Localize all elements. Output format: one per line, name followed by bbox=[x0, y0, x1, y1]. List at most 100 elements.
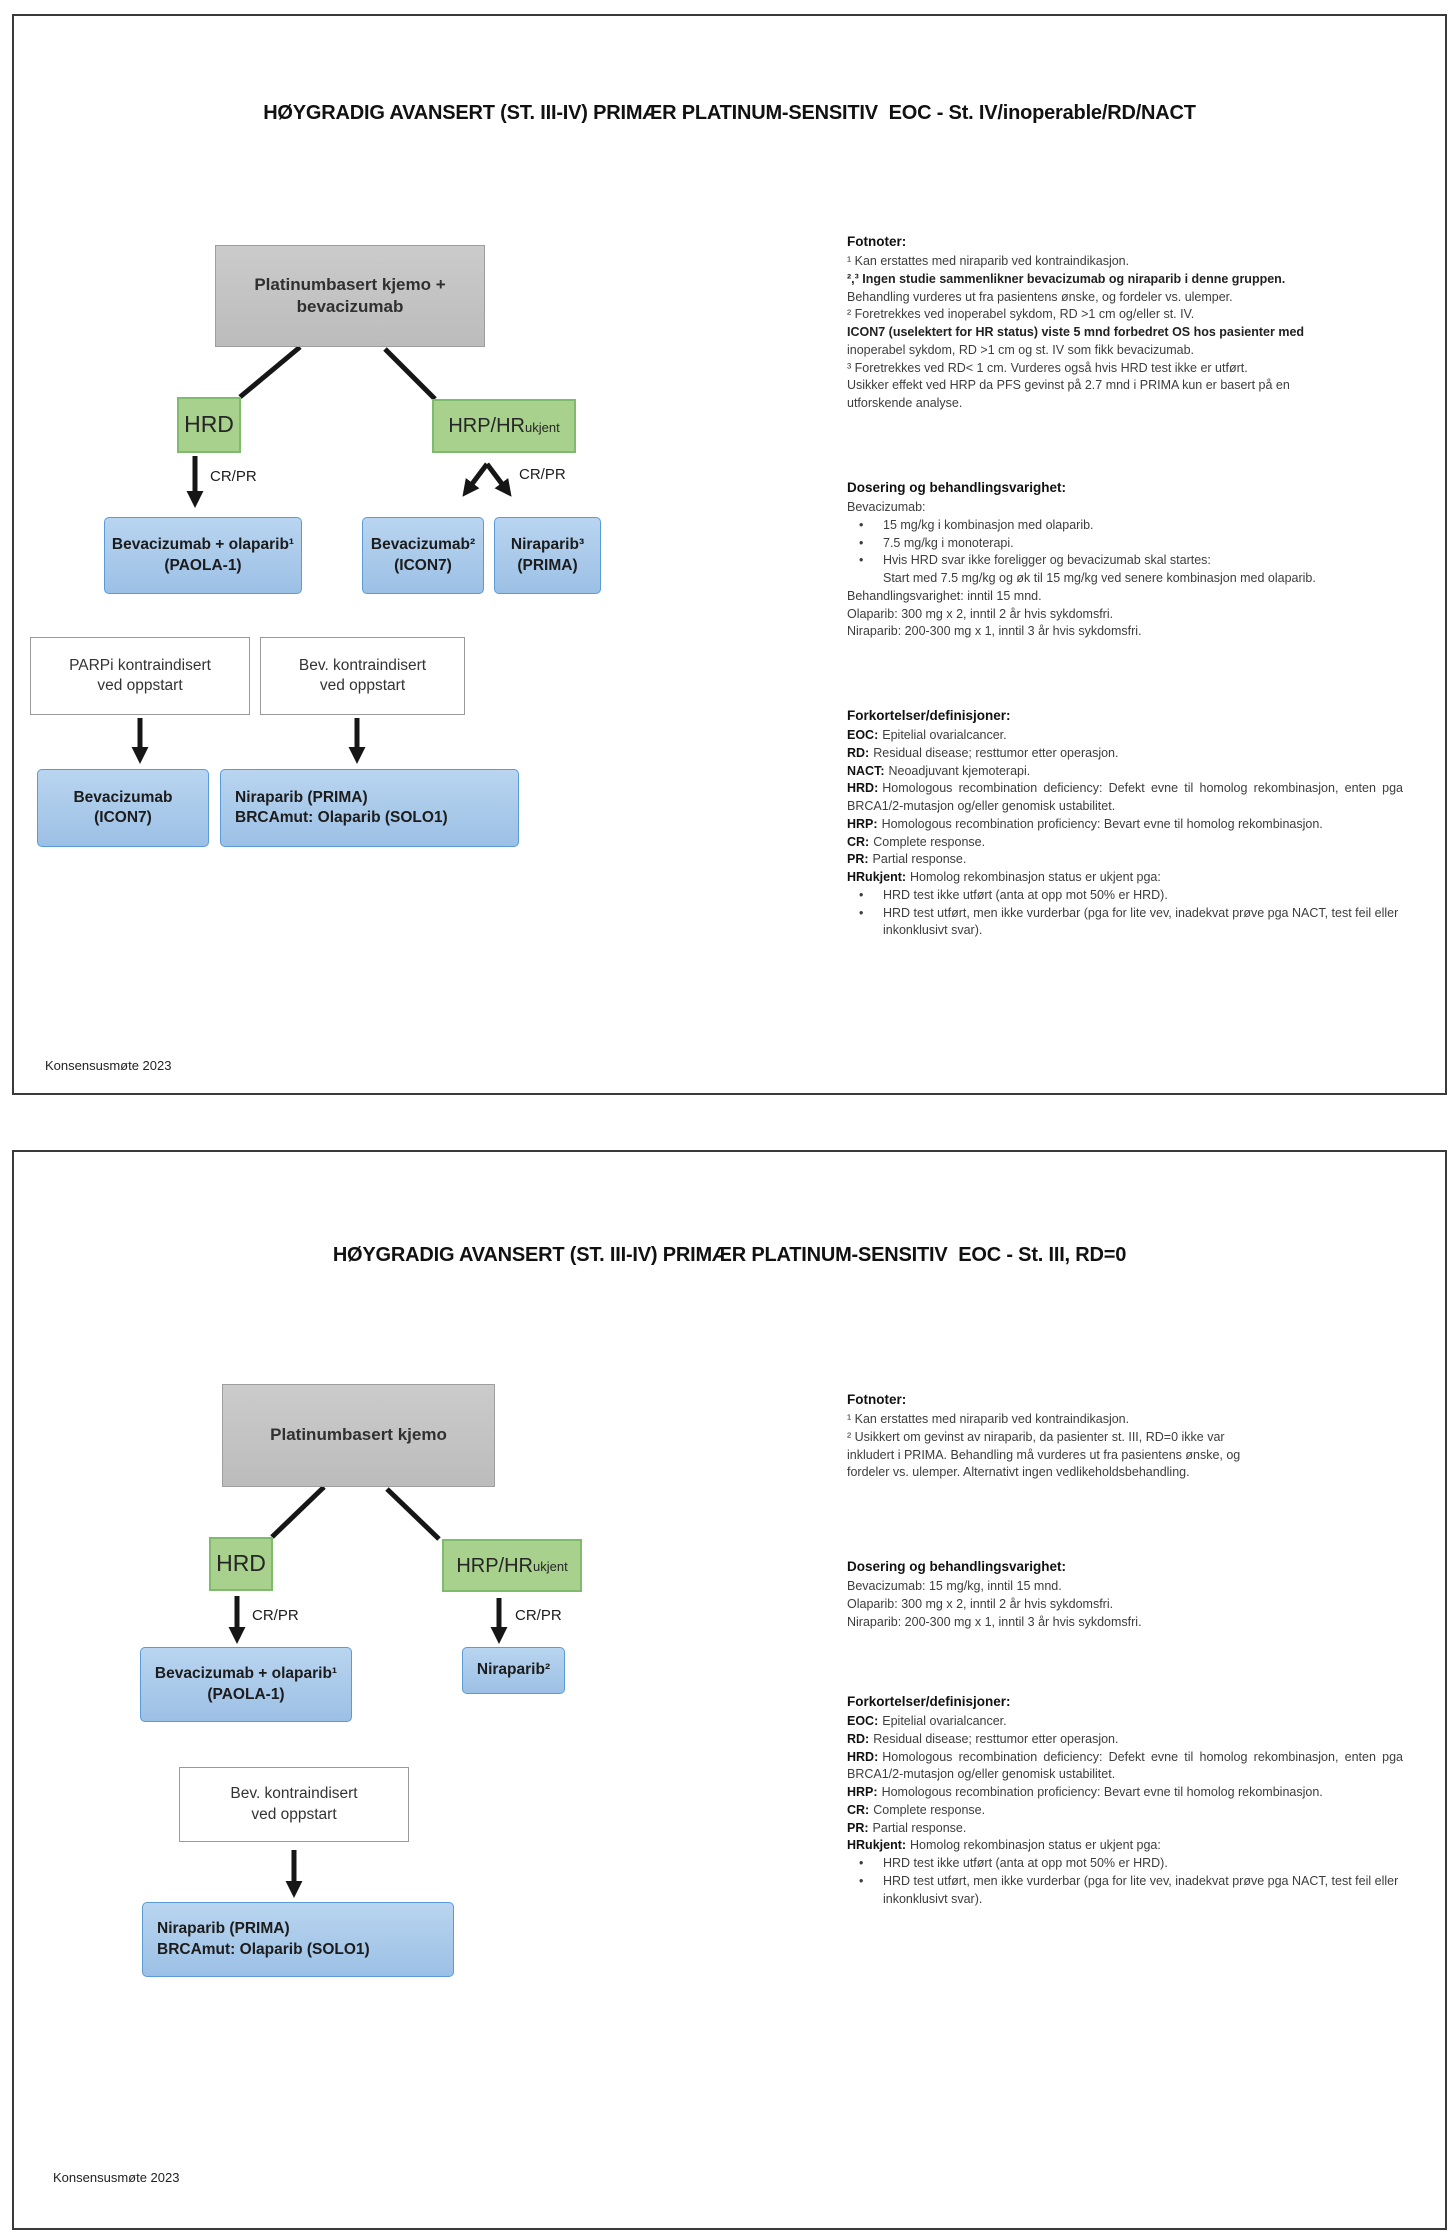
box-line: Niraparib (PRIMA) bbox=[157, 1920, 290, 1938]
abbreviation-definition: RD:Residual disease; resttumor etter ope… bbox=[847, 1731, 1403, 1749]
abbreviation-term: PR: bbox=[847, 1820, 869, 1835]
abbreviation-term: HRukjent: bbox=[847, 1838, 907, 1853]
footnotes-header: Fotnoter: bbox=[847, 1392, 907, 1407]
abbreviation-term: RD: bbox=[847, 745, 870, 760]
abbreviation-term: HRukjent: bbox=[847, 870, 907, 885]
abbreviation-term: NACT: bbox=[847, 763, 885, 778]
niraparib-box: Niraparib² bbox=[462, 1647, 565, 1694]
abbreviation-text: Homolog rekombinasjon status er ukjent p… bbox=[910, 1838, 1161, 1853]
box-line: HRP/HR bbox=[448, 415, 525, 437]
abbreviation-term: EOC: bbox=[847, 1714, 879, 1729]
page-title: HØYGRADIG AVANSERT (ST. III-IV) PRIMÆR P… bbox=[332, 1244, 1127, 1266]
panel-stage-iv: HØYGRADIG AVANSERT (ST. III-IV) PRIMÆR P… bbox=[12, 14, 1447, 1095]
crpr-label-left: CR/PR bbox=[252, 1607, 299, 1624]
abbreviation-term: HRD: bbox=[847, 781, 879, 796]
bevacizumab-alt-box: Bevacizumab (ICON7) bbox=[37, 769, 209, 847]
abbreviation-definition: HRP:Homologous recombination proficiency… bbox=[847, 816, 1403, 834]
abbreviation-text: Residual disease; resttumor etter operas… bbox=[873, 745, 1119, 760]
abbreviation-definition: HRukjent:Homolog rekombinasjon status er… bbox=[847, 869, 1403, 887]
box-line: Niraparib³ bbox=[510, 536, 585, 554]
niraparib-olaparib-alt-box: Niraparib (PRIMA) BRCAmut: Olaparib (SOL… bbox=[142, 1902, 454, 1977]
box-line: Bev. kontraindisert bbox=[230, 1785, 358, 1803]
abbreviation-term: PR: bbox=[847, 852, 869, 867]
abbreviation-definition: PR:Partial response. bbox=[847, 1820, 1403, 1838]
parpi-contraindicated-box: PARPi kontraindisert ved oppstart bbox=[30, 637, 250, 715]
abbreviation-text: Partial response. bbox=[872, 852, 967, 867]
box-line: (PAOLA-1) bbox=[164, 556, 242, 574]
box-line: HRD bbox=[184, 411, 234, 438]
dosing-line: Bevacizumab: 15 mg/kg, inntil 15 mnd. bbox=[847, 1579, 1062, 1594]
box-line: ved oppstart bbox=[251, 1805, 337, 1823]
crpr-label-right: CR/PR bbox=[515, 1607, 562, 1624]
dosing-line: Start med 7.5 mg/kg og øk til 15 mg/kg v… bbox=[883, 571, 1316, 586]
box-line: Platinumbasert kjemo bbox=[270, 1425, 447, 1445]
abbreviations-header: Forkortelser/definisjoner: bbox=[847, 708, 1011, 723]
paola-treatment-box: Bevacizumab + olaparib¹ (PAOLA-1) bbox=[104, 517, 302, 594]
abbreviation-text: Neoadjuvant kjemoterapi. bbox=[888, 763, 1031, 778]
abbreviation-definition: HRP:Homologous recombination proficiency… bbox=[847, 1784, 1403, 1802]
footnote-line: inoperabel sykdom, RD >1 cm og st. IV so… bbox=[847, 342, 1195, 357]
abbreviation-definition: HRD:Homologous recombination deficiency:… bbox=[847, 1749, 1403, 1785]
footnote-line: utforskende analyse. bbox=[847, 396, 963, 411]
box-line: (PRIMA) bbox=[517, 556, 578, 574]
consensus-footer: Konsensusmøte 2023 bbox=[53, 2170, 180, 2185]
box-line: Bevacizumab + olaparib¹ bbox=[154, 1665, 338, 1683]
paola-treatment-box: Bevacizumab + olaparib¹ (PAOLA-1) bbox=[140, 1647, 352, 1722]
box-line: Bevacizumab² bbox=[370, 536, 476, 554]
crpr-label-right: CR/PR bbox=[519, 466, 566, 483]
footnote-line: fordeler vs. ulemper. Alternativt ingen … bbox=[847, 1465, 1190, 1480]
box-line: HRP/HR bbox=[456, 1554, 533, 1577]
box-line: Niraparib (PRIMA) bbox=[235, 788, 368, 806]
box-line: (ICON7) bbox=[394, 556, 452, 574]
abbreviations-block: Forkortelser/definisjoner: EOC:Epitelial… bbox=[847, 1692, 1403, 1908]
abbreviation-definition: RD:Residual disease; resttumor etter ope… bbox=[847, 745, 1403, 763]
footnote-line: ³ Foretrekkes ved RD< 1 cm. Vurderes ogs… bbox=[847, 360, 1248, 375]
abbreviation-term: HRP: bbox=[847, 816, 878, 831]
footnote-line: ¹ Kan erstattes med niraparib ved kontra… bbox=[847, 1412, 1130, 1427]
abbreviation-text: Complete response. bbox=[873, 834, 986, 849]
box-line: (ICON7) bbox=[94, 809, 152, 826]
abbreviation-text: Homolog rekombinasjon status er ukjent p… bbox=[910, 870, 1161, 885]
abbreviation-term: HRD: bbox=[847, 1749, 879, 1764]
box-line: PARPi kontraindisert bbox=[69, 656, 211, 674]
box-subscript: ukjent bbox=[524, 419, 560, 435]
box-line: BRCAmut: Olaparib (SOLO1) bbox=[235, 809, 448, 826]
box-line: ved oppstart bbox=[319, 677, 406, 694]
footnotes-block: Fotnoter: ¹ Kan erstattes med niraparib … bbox=[847, 1390, 1407, 1482]
footnote-line: ² Usikkert om gevinst av niraparib, da p… bbox=[847, 1429, 1225, 1444]
crpr-label-left: CR/PR bbox=[210, 468, 257, 485]
dosing-line: 7.5 mg/kg i monoterapi. bbox=[847, 535, 1407, 553]
footnote-line: ² Foretrekkes ved inoperabel sykdom, RD … bbox=[847, 307, 1195, 322]
dosing-line: Olaparib: 300 mg x 2, inntil 2 år hvis s… bbox=[847, 1596, 1114, 1611]
bev-contraindicated-box: Bev. kontraindisert ved oppstart bbox=[260, 637, 465, 715]
dosing-line: Niraparib: 200-300 mg x 1, inntil 3 år h… bbox=[847, 624, 1142, 639]
abbreviation-term: HRP: bbox=[847, 1785, 878, 1800]
box-line: Niraparib² bbox=[476, 1661, 551, 1679]
abbreviation-definition: EOC:Epitelial ovarialcancer. bbox=[847, 1713, 1403, 1731]
abbreviation-list: EOC:Epitelial ovarialcancer. RD:Residual… bbox=[847, 727, 1403, 887]
footnote-line: ²,³ Ingen studie sammenlikner bevacizuma… bbox=[847, 271, 1286, 286]
dosing-header: Dosering og behandlingsvarighet: bbox=[847, 480, 1067, 495]
hrukjent-bullet: HRD test ikke utført (anta at opp mot 50… bbox=[847, 887, 1403, 905]
abbreviation-definition: HRukjent:Homolog rekombinasjon status er… bbox=[847, 1837, 1403, 1855]
abbreviation-definition: PR:Partial response. bbox=[847, 851, 1403, 869]
footnote-line: inkludert i PRIMA. Behandling må vurdere… bbox=[847, 1447, 1241, 1462]
niraparib-olaparib-alt-box: Niraparib (PRIMA) BRCAmut: Olaparib (SOL… bbox=[220, 769, 519, 847]
box-line: ved oppstart bbox=[97, 677, 183, 694]
dosing-line: Bevacizumab: bbox=[847, 500, 926, 515]
hrukjent-bullet: HRD test utført, men ikke vurderbar (pga… bbox=[847, 1873, 1403, 1909]
abbreviation-term: CR: bbox=[847, 1802, 870, 1817]
box-line: HRD bbox=[216, 1550, 266, 1577]
abbreviation-text: Partial response. bbox=[872, 1820, 967, 1835]
dosing-header: Dosering og behandlingsvarighet: bbox=[847, 1559, 1067, 1574]
consensus-footer: Konsensusmøte 2023 bbox=[45, 1058, 172, 1073]
dosing-block: Dosering og behandlingsvarighet: Bevaciz… bbox=[847, 478, 1407, 641]
abbreviation-text: Homologous recombination proficiency: Be… bbox=[881, 1785, 1323, 1800]
hrukjent-bullet: HRD test utført, men ikke vurderbar (pga… bbox=[847, 905, 1403, 941]
dosing-line: 15 mg/kg i kombinasjon med olaparib. bbox=[847, 517, 1407, 535]
page-title: HØYGRADIG AVANSERT (ST. III-IV) PRIMÆR P… bbox=[263, 102, 1196, 124]
dosing-line: Hvis HRD svar ikke foreligger og bevaciz… bbox=[847, 552, 1407, 570]
abbreviation-term: CR: bbox=[847, 834, 870, 849]
